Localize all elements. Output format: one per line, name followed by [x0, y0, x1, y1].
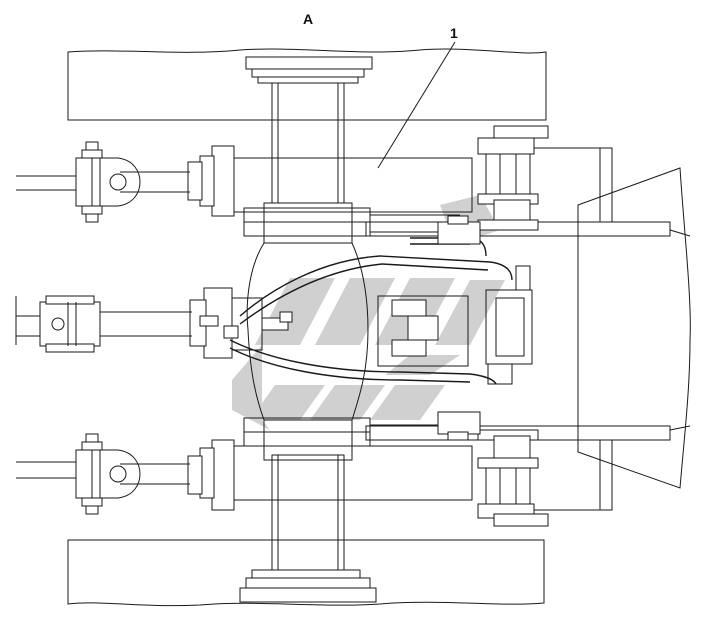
hydraulic-hoses [199, 237, 513, 385]
top-wheel [67, 48, 547, 121]
callout-leader [377, 41, 456, 169]
bottom-wheel [67, 539, 545, 607]
upper-clevis [75, 141, 141, 223]
upper-pivot [477, 125, 549, 231]
middle-clevis [39, 295, 101, 353]
lower-clevis [75, 433, 141, 515]
fittings [437, 215, 481, 441]
callout-label: 1 [450, 25, 458, 41]
lower-pivot [477, 429, 549, 527]
valve-block [377, 265, 533, 385]
lower-cylinder [16, 439, 473, 511]
view-label: A [303, 11, 314, 27]
middle-cylinder [15, 287, 263, 359]
upper-cylinder [16, 145, 473, 217]
